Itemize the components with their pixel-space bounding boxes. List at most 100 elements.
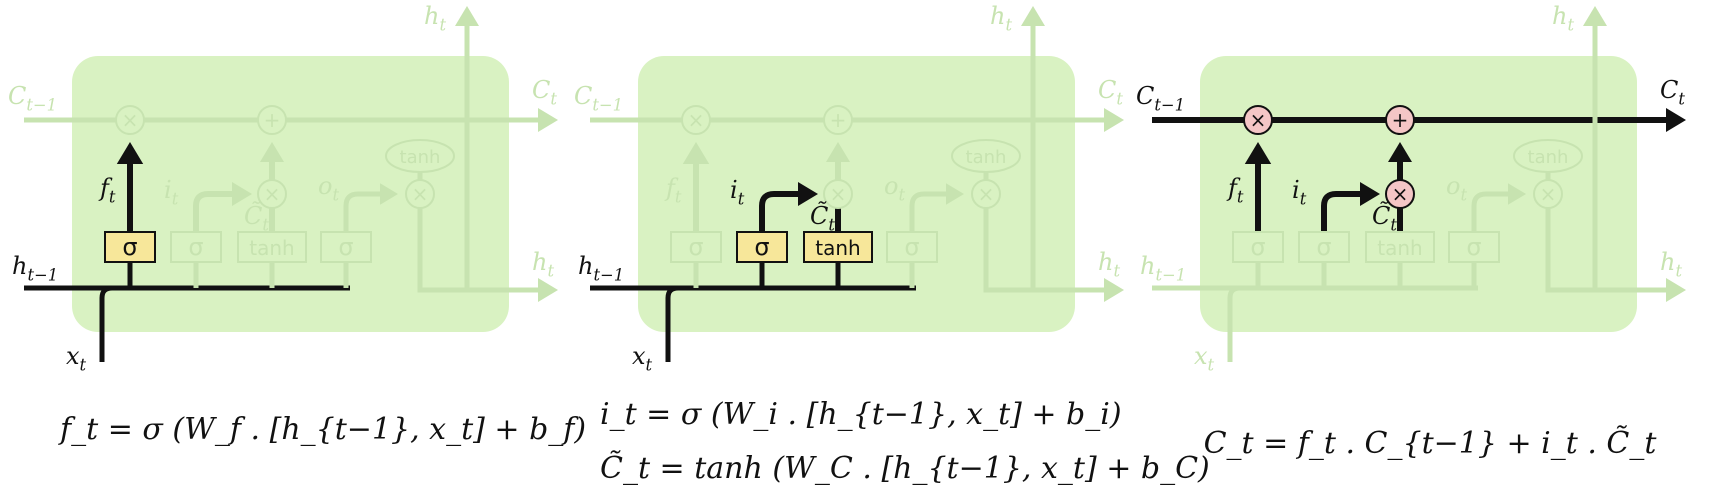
output-sigma-gate-label: σ: [904, 233, 919, 261]
cell-add-op: [257, 105, 287, 135]
input-multiply-op: [1385, 179, 1415, 209]
label-o-t: ot: [318, 172, 339, 205]
forget-sigma-gate-label: σ: [1250, 233, 1265, 261]
label-i-t: it: [730, 176, 745, 209]
arrow-head: [1360, 182, 1380, 206]
input-multiply-op-symbol: ×: [264, 182, 281, 206]
label-h-t-top: ht: [424, 2, 446, 35]
output-signal-line: [1471, 191, 1508, 232]
cell-update-equation-text: C_t = f_t . C_{t−1} + i_t . C̃_t: [1203, 426, 1657, 461]
input-sigma-gate: [1298, 231, 1350, 263]
forget-sigma-gate: [670, 231, 722, 263]
candidate-tanh-gate: [237, 231, 307, 263]
output-sigma-gate: [886, 231, 938, 263]
label-h-t-top: ht: [990, 2, 1012, 35]
input-sigma-gate: [736, 231, 788, 263]
label-c-prev: Ct−1: [574, 82, 623, 115]
arrow-head: [1666, 108, 1686, 132]
label-c-t: Ct: [532, 76, 557, 109]
arrow-head: [826, 142, 850, 162]
forget-multiply-op-symbol: ×: [688, 108, 705, 132]
label-o-t: ot: [884, 172, 905, 205]
label-o-t: ot: [1446, 172, 1467, 205]
input-multiply-op: [823, 179, 853, 209]
forget-multiply-op: [115, 105, 145, 135]
arrow-head: [946, 183, 964, 205]
output-sigma-gate-label: σ: [1466, 233, 1481, 261]
candidate-tanh-gate-label: tanh: [249, 236, 294, 260]
cell-add-op-symbol: +: [264, 108, 281, 132]
label-h-t-right: ht: [532, 248, 554, 281]
arrow-head: [1388, 142, 1412, 162]
cell-update-equation: C_t = f_t . C_{t−1} + i_t . C̃_t: [1200, 426, 1660, 461]
output-sigma-gate: [1448, 231, 1500, 263]
label-c-tilde: C̃t: [810, 202, 835, 235]
arrow-head: [1021, 6, 1045, 26]
input-signal-line: [1321, 191, 1360, 232]
output-multiply-op-symbol: ×: [1540, 182, 1557, 206]
candidate-tanh-gate-label: tanh: [815, 236, 860, 260]
input-sigma-gate: [170, 231, 222, 263]
output-tanh-label: tanh: [1528, 147, 1569, 168]
label-x-t: xt: [66, 342, 87, 375]
output-multiply-op-symbol: ×: [412, 182, 429, 206]
label-h-t-top: ht: [1552, 2, 1574, 35]
arrow-head: [538, 278, 558, 302]
output-tanh-op: [1513, 139, 1583, 173]
forget-multiply-op-symbol: ×: [122, 108, 139, 132]
output-multiply-op: [405, 179, 435, 209]
cell-add-op: [1385, 105, 1415, 135]
label-c-t: Ct: [1660, 76, 1685, 109]
arrow-head: [1508, 183, 1526, 205]
output-multiply-op: [971, 179, 1001, 209]
input-signal-line: [193, 191, 232, 232]
candidate-equation: C̃_t = tanh (W_C . [h_{t−1}, x_t] + b_C): [600, 451, 1210, 486]
output-multiply-op: [1533, 179, 1563, 209]
label-i-t: it: [164, 176, 179, 209]
output-tanh-op: [951, 139, 1021, 173]
label-h-prev: ht−1: [12, 252, 58, 285]
label-h-t-right: ht: [1098, 248, 1120, 281]
input-signal-line: [759, 191, 798, 232]
output-tanh-label: tanh: [400, 147, 441, 168]
arrow-head: [1583, 6, 1607, 26]
label-c-prev: Ct−1: [8, 82, 57, 115]
arrow-head: [380, 183, 398, 205]
x-input-line: [99, 285, 113, 362]
input-sigma-gate-label: σ: [188, 233, 203, 261]
label-h-prev: ht−1: [1140, 252, 1186, 285]
label-i-t: it: [1292, 176, 1307, 209]
cell-add-op: [823, 105, 853, 135]
arrow-head: [798, 182, 818, 206]
arrow-head: [455, 6, 479, 26]
candidate-tanh-gate-label: tanh: [1377, 236, 1422, 260]
candidate-tanh-gate: [1365, 231, 1435, 263]
arrow-head: [232, 182, 252, 206]
input-sigma-gate-label: σ: [1316, 233, 1331, 261]
x-input-line: [1227, 285, 1241, 362]
arrow-head: [1104, 108, 1124, 132]
output-tanh-op: [385, 139, 455, 173]
output-sigma-gate-label: σ: [338, 233, 353, 261]
input-multiply-op-symbol: ×: [830, 182, 847, 206]
label-c-tilde: C̃t: [1372, 202, 1397, 235]
cell-add-op-symbol: +: [830, 108, 847, 132]
forget-multiply-op: [681, 105, 711, 135]
arrow-head: [116, 142, 144, 164]
output-multiply-op-symbol: ×: [978, 182, 995, 206]
forget-sigma-gate-label: σ: [688, 233, 703, 261]
label-c-t: Ct: [1098, 76, 1123, 109]
label-h-t-right: ht: [1660, 248, 1682, 281]
arrow-head: [260, 142, 284, 162]
output-signal-line: [343, 191, 380, 232]
forget-gate-equation: f_t = σ (W_f . [h_{t−1}, x_t] + b_f): [60, 412, 586, 447]
arrow-head: [1666, 278, 1686, 302]
forget-gate-equation-text: f_t = σ (W_f . [h_{t−1}, x_t] + b_f): [60, 412, 587, 447]
input-sigma-gate-label: σ: [754, 233, 769, 261]
label-x-t: xt: [632, 342, 653, 375]
forget-sigma-gate: [1232, 231, 1284, 263]
